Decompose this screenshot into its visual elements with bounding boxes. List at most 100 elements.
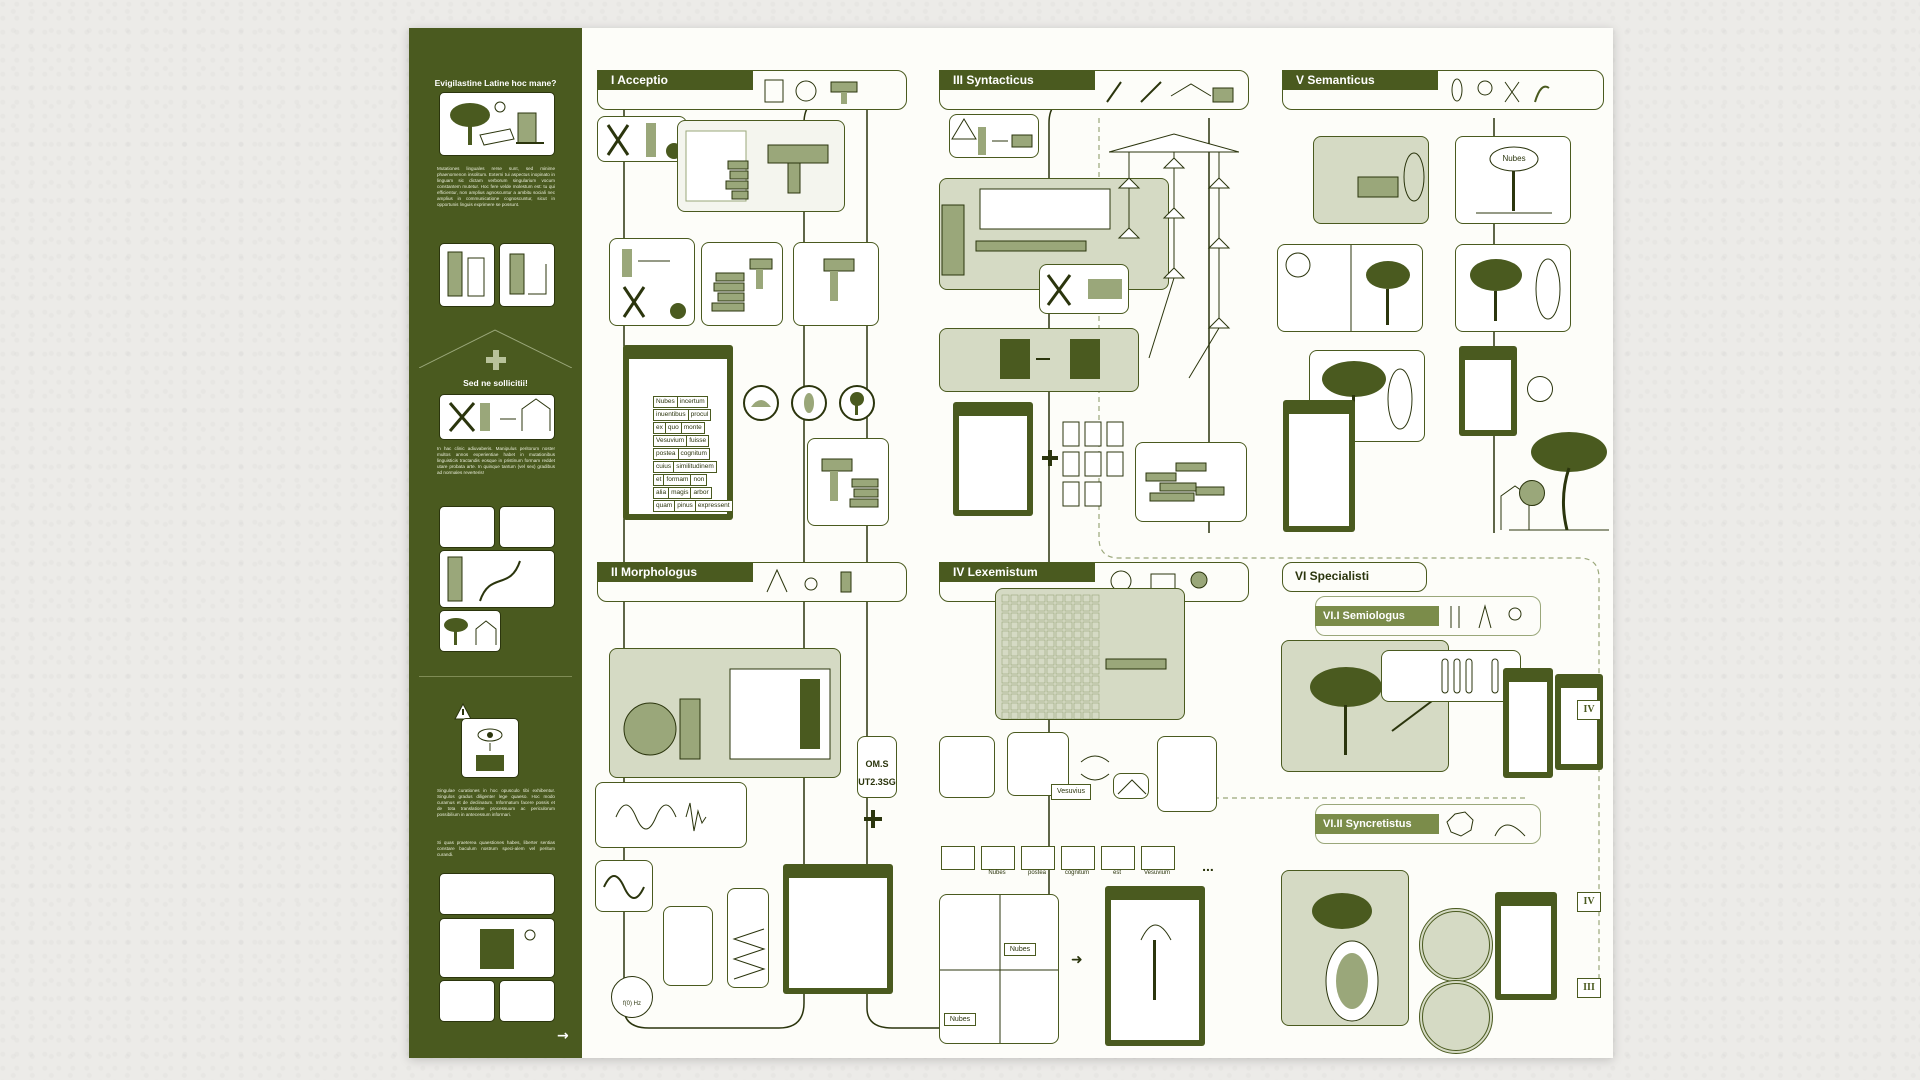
lexeme-label: Nubes bbox=[988, 870, 1006, 876]
shelf-cell bbox=[1001, 621, 1010, 630]
shelf-cell bbox=[1028, 648, 1037, 657]
shelf-cell bbox=[1028, 666, 1037, 675]
plus-icon bbox=[864, 810, 882, 828]
shelf-cell bbox=[1055, 648, 1064, 657]
shelf-cell bbox=[1055, 657, 1064, 666]
shelf-cell bbox=[1073, 612, 1082, 621]
shelf-cell bbox=[1028, 621, 1037, 630]
workshop-scene bbox=[609, 648, 841, 778]
shelf-cell bbox=[1082, 639, 1091, 648]
mobile-tree bbox=[1109, 133, 1239, 379]
shelf-cell bbox=[1028, 612, 1037, 621]
vesuvius-tag: Vesuvius bbox=[1051, 784, 1091, 800]
shelf-cell bbox=[1091, 621, 1100, 630]
shelf-cell bbox=[1046, 621, 1055, 630]
word-grid-cell: procul bbox=[687, 409, 712, 421]
panel-6a-title: VI.I Semiologus bbox=[1315, 606, 1439, 626]
shelf-cell bbox=[1019, 648, 1028, 657]
syncretism-tablet-card bbox=[1495, 892, 1557, 1000]
shelf-cell bbox=[1091, 603, 1100, 612]
shelf-cell bbox=[1046, 639, 1055, 648]
treatment-illustration bbox=[439, 394, 555, 440]
code-label-panel: OM.S UT2.3SG bbox=[857, 736, 897, 798]
scanner-bricks-panel bbox=[701, 242, 783, 326]
transcript-paper bbox=[789, 878, 887, 988]
shelf-cell bbox=[1010, 630, 1019, 639]
shelf-cell bbox=[1064, 693, 1073, 702]
shelf-cell bbox=[1037, 684, 1046, 693]
shelf-cell bbox=[1001, 603, 1010, 612]
desk-scene bbox=[939, 178, 1169, 290]
shelf-cell bbox=[1001, 639, 1010, 648]
syntax-tools-icons bbox=[1101, 76, 1241, 106]
hand-circle-icon bbox=[1519, 480, 1545, 506]
eye-book-illustration bbox=[461, 718, 519, 778]
shelf-cell bbox=[1073, 657, 1082, 666]
shelf-cell bbox=[1064, 666, 1073, 675]
shelf-cell bbox=[1028, 711, 1037, 719]
shelf-cell bbox=[1091, 675, 1100, 684]
semiology-tablet-card bbox=[1503, 668, 1553, 778]
shelf-cell bbox=[1073, 603, 1082, 612]
recycle-scene bbox=[939, 328, 1139, 392]
shelf-cell bbox=[1037, 630, 1046, 639]
shelf-cell bbox=[1037, 612, 1046, 621]
final-tree bbox=[1500, 432, 1609, 531]
shelf-cell bbox=[1037, 648, 1046, 657]
shelf-cell bbox=[1010, 711, 1019, 719]
vine-illustration bbox=[439, 550, 555, 608]
plus-icon bbox=[1042, 450, 1058, 466]
sidebar-title: Evigilastine Latine hoc mane? bbox=[434, 78, 557, 88]
shelf-cell bbox=[1091, 648, 1100, 657]
shelf-cell bbox=[1055, 630, 1064, 639]
shelf-cell bbox=[1010, 675, 1019, 684]
shelf-cell bbox=[1019, 594, 1028, 603]
shelf-cell bbox=[1046, 612, 1055, 621]
house-roof-line bbox=[419, 329, 572, 368]
shelf-cell bbox=[1055, 666, 1064, 675]
shelf-cell bbox=[1019, 630, 1028, 639]
scanner-results-panel bbox=[807, 438, 889, 526]
shelf-cell bbox=[1082, 666, 1091, 675]
sidebar-clinic-text: In hac clinic adiuvaberis. Manipulus per… bbox=[437, 446, 555, 475]
transcript-card bbox=[783, 864, 893, 994]
shelf-cell bbox=[1055, 612, 1064, 621]
shelf-cell bbox=[1064, 612, 1073, 621]
shelf-cell bbox=[1019, 702, 1028, 711]
lexeme-card bbox=[981, 846, 1015, 870]
lexeme-label: Vesuvium bbox=[1143, 870, 1170, 876]
tree-document-paper bbox=[1111, 900, 1199, 1040]
shelf-cell bbox=[1019, 675, 1028, 684]
coil-panel bbox=[727, 888, 769, 988]
sound-wave-panel bbox=[595, 782, 747, 848]
shelf-cell bbox=[1001, 657, 1010, 666]
syncretism-scene bbox=[1281, 870, 1409, 1026]
shelf-cell bbox=[1028, 693, 1037, 702]
shelf-cell bbox=[1019, 603, 1028, 612]
shelf-cell bbox=[1064, 594, 1073, 603]
morphology-tools-icons bbox=[761, 566, 901, 596]
om-code-label: OM.S bbox=[865, 759, 889, 769]
shelf-cell bbox=[1073, 648, 1082, 657]
shelf-cell bbox=[1001, 684, 1010, 693]
shelf-cell bbox=[1001, 666, 1010, 675]
ellipsis: ... bbox=[1202, 858, 1214, 874]
shelf-cell bbox=[1019, 612, 1028, 621]
shelf-cell bbox=[1055, 693, 1064, 702]
shelf-cell bbox=[1010, 612, 1019, 621]
shelf-cell bbox=[1019, 693, 1028, 702]
semiology-tablet-card-2 bbox=[1555, 674, 1603, 770]
office-scene bbox=[1313, 136, 1429, 224]
shelf-cell bbox=[1064, 630, 1073, 639]
shelf-cell bbox=[1055, 639, 1064, 648]
shelf-cell bbox=[1001, 630, 1010, 639]
roman-iv-tag: IV bbox=[1577, 700, 1601, 720]
listening-tools-icons bbox=[761, 76, 901, 106]
shelf-cell bbox=[1037, 666, 1046, 675]
syncretism-tablet-screen bbox=[1501, 906, 1551, 994]
shelf-cell bbox=[1010, 648, 1019, 657]
shelf-cell bbox=[1064, 603, 1073, 612]
